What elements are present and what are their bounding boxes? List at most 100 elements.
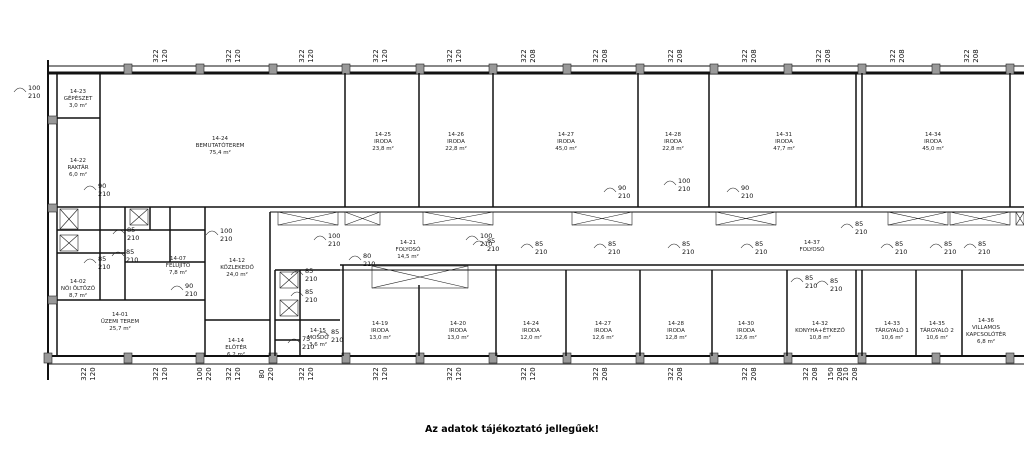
duct-box: [715, 211, 777, 226]
door-width: 90: [185, 282, 193, 290]
bottom-dimension-b: 208: [676, 367, 684, 380]
door-height: 210: [185, 290, 197, 298]
room-label-line: 14-19: [372, 321, 388, 327]
bottom-dimension-b: 208: [836, 367, 844, 380]
room-label-line: 14-24: [212, 136, 228, 142]
bottom-dimension-a: 322: [152, 367, 160, 380]
column: [415, 63, 425, 75]
door-width: 85: [98, 255, 106, 263]
bottom-dimension-b: 208: [750, 367, 758, 380]
top-dimension-a: 322: [152, 49, 160, 62]
room-label-line: IRODA: [775, 139, 793, 145]
room-label-line: 14-24: [523, 321, 539, 327]
door-swing: [13, 87, 27, 93]
door-width: 85: [126, 248, 134, 256]
room-label-line: VILLAMOS: [972, 325, 1000, 331]
duct-box: [279, 271, 299, 289]
door-width: 85: [305, 267, 313, 275]
room-label-line: 14-27: [595, 321, 611, 327]
door-width: 85: [978, 240, 986, 248]
bottom-dimension-b: 120: [89, 367, 97, 380]
door-width: 90: [618, 184, 626, 192]
duct-cross: [571, 211, 633, 226]
room-label-line: 14-23: [70, 89, 86, 95]
room-label-line: 13,0 m²: [447, 334, 469, 341]
room-label-line: TÁRGYALÓ 1: [874, 327, 909, 334]
top-dimension-b: 120: [455, 49, 463, 62]
room-label-line: IRODA: [371, 328, 389, 334]
bottom-dimension-a: 80: [258, 370, 266, 379]
door-height: 210: [535, 248, 547, 256]
door-height: 210: [944, 248, 956, 256]
room-label-line: 6,0 m²: [69, 171, 87, 178]
door-height: 210: [28, 92, 40, 100]
room-label-line: IRODA: [667, 328, 685, 334]
door-height: 210: [682, 248, 694, 256]
door-height: 210: [331, 336, 343, 344]
room-label-line: TÁRGYALÓ 2: [919, 327, 954, 334]
duct-boxes: [59, 208, 1024, 317]
column: [931, 352, 941, 364]
room-label-line: 14-27: [558, 132, 574, 138]
room-label-line: 14-21: [400, 240, 416, 246]
door-height: 210: [895, 248, 907, 256]
room-label-line: 14-12: [229, 258, 245, 264]
top-dimension-b: 208: [898, 49, 906, 62]
door-swing: [111, 251, 125, 257]
door-width: 85: [855, 220, 863, 228]
room-label-line: 14-22: [70, 158, 86, 164]
duct-box: [422, 211, 494, 226]
column: [47, 115, 58, 125]
room-label-line: 3,0 m²: [69, 102, 87, 109]
column: [123, 352, 133, 364]
top-dimension-a: 322: [815, 49, 823, 62]
duct-cross: [344, 211, 381, 226]
door-height: 210: [328, 240, 340, 248]
room-label-line: 14-32: [812, 321, 828, 327]
door-height: 210: [755, 248, 767, 256]
door-swing: [83, 258, 97, 264]
duct-box: [949, 211, 1011, 226]
door-height: 210: [98, 263, 110, 271]
column: [195, 63, 205, 75]
door-width: 85: [755, 240, 763, 248]
room-label-line: 14-28: [665, 132, 681, 138]
bottom-dimension-a: 322: [225, 367, 233, 380]
room-label-line: 10,6 m²: [926, 334, 948, 341]
bottom-dimension-b: 120: [234, 367, 242, 380]
bottom-dimension-b: 220: [205, 367, 213, 380]
room-label-line: 14,5 m²: [397, 253, 419, 260]
door-height: 210: [830, 285, 842, 293]
bottom-dimension-a: 210: [842, 367, 850, 380]
column: [268, 63, 278, 75]
column: [415, 352, 425, 364]
room-label-line: IRODA: [664, 139, 682, 145]
door-swing: [726, 187, 740, 193]
top-dimension-b: 208: [529, 49, 537, 62]
room-label-line: FELÚJÍTÓ: [166, 262, 191, 269]
door-swing: [287, 338, 301, 344]
top-dimension-b: 120: [234, 49, 242, 62]
door-swing: [603, 187, 617, 193]
duct-cross: [1015, 211, 1024, 226]
